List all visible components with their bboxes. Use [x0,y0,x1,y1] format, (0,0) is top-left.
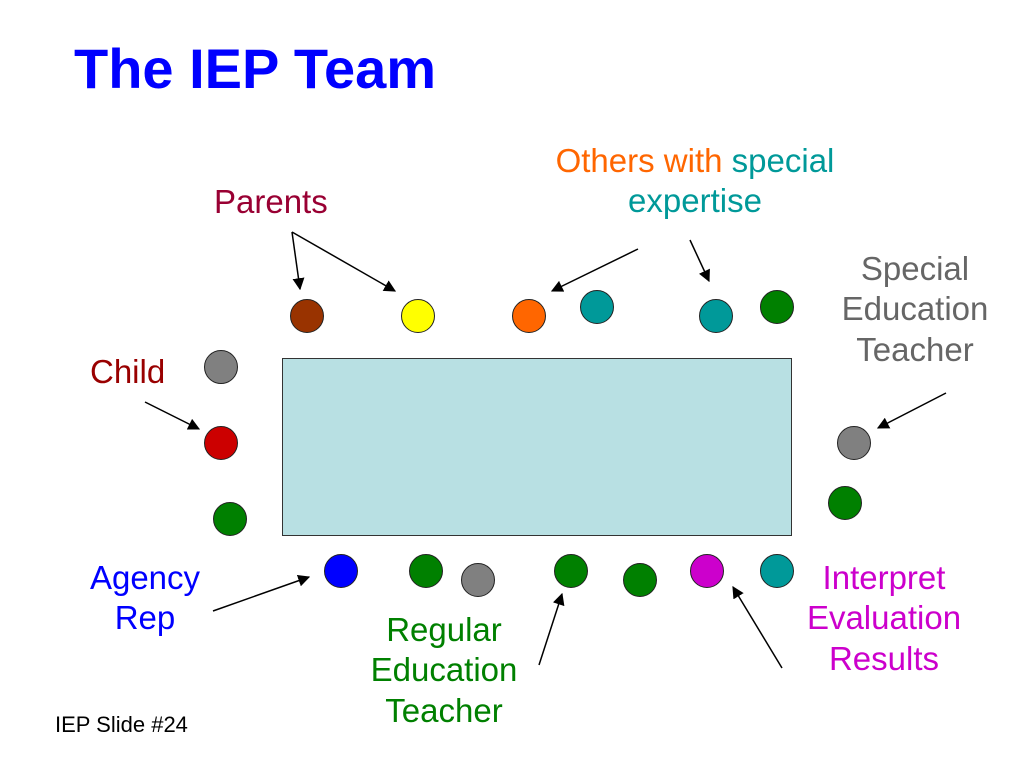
seat-bottom-green-3 [623,563,657,597]
seat-bottom-gray [461,563,495,597]
arrow-child-to-red [144,401,201,430]
label-interpret-evaluation-results: Interpret Evaluation Results [806,559,962,677]
label-agency-rep: Agency Rep [89,559,201,637]
arrow-parents-to-seat-1 [291,231,305,291]
meeting-table [282,358,792,536]
seat-bottom-teal [760,554,794,588]
seat-right-gray [837,426,871,460]
seat-left-gray [204,350,238,384]
arrow-others-to-orange [550,248,639,292]
seat-expert-orange [512,299,546,333]
seat-agency-blue [324,554,358,588]
seat-parent-2 [401,299,435,333]
seat-bottom-green-1 [409,554,443,588]
arrow-agency-rep-to-blue [212,574,311,612]
seat-parent-1 [290,299,324,333]
label-others-special: special [731,142,835,179]
slide-number: IEP Slide #24 [55,712,188,737]
label-others-prefix: Others with [555,142,723,179]
label-regular-education-teacher: Regular Education Teacher [370,611,518,729]
seat-left-green [213,502,247,536]
seat-bottom-green-2 [554,554,588,588]
label-special-education-teacher: Special Education Teacher [841,250,989,368]
seat-interpret-magenta [690,554,724,588]
arrow-regular-teacher-to-green [538,592,565,666]
slide-title: The IEP Team [74,37,437,100]
label-parents: Parents [214,183,328,220]
seat-right-green [828,486,862,520]
arrow-interpret-to-magenta [732,585,783,669]
arrow-expertise-to-teal [689,239,710,283]
seat-expert-teal-1 [580,290,614,324]
label-others-expertise-word: expertise [628,182,762,220]
seat-child [204,426,238,460]
seat-expert-teal-2 [699,299,733,333]
arrow-sped-teacher-to-gray [876,392,947,429]
label-child: Child [90,353,166,390]
label-others-expertise: Others with special expertise [520,141,870,222]
seat-top-green [760,290,794,324]
arrow-parents-to-seat-2 [291,231,397,292]
